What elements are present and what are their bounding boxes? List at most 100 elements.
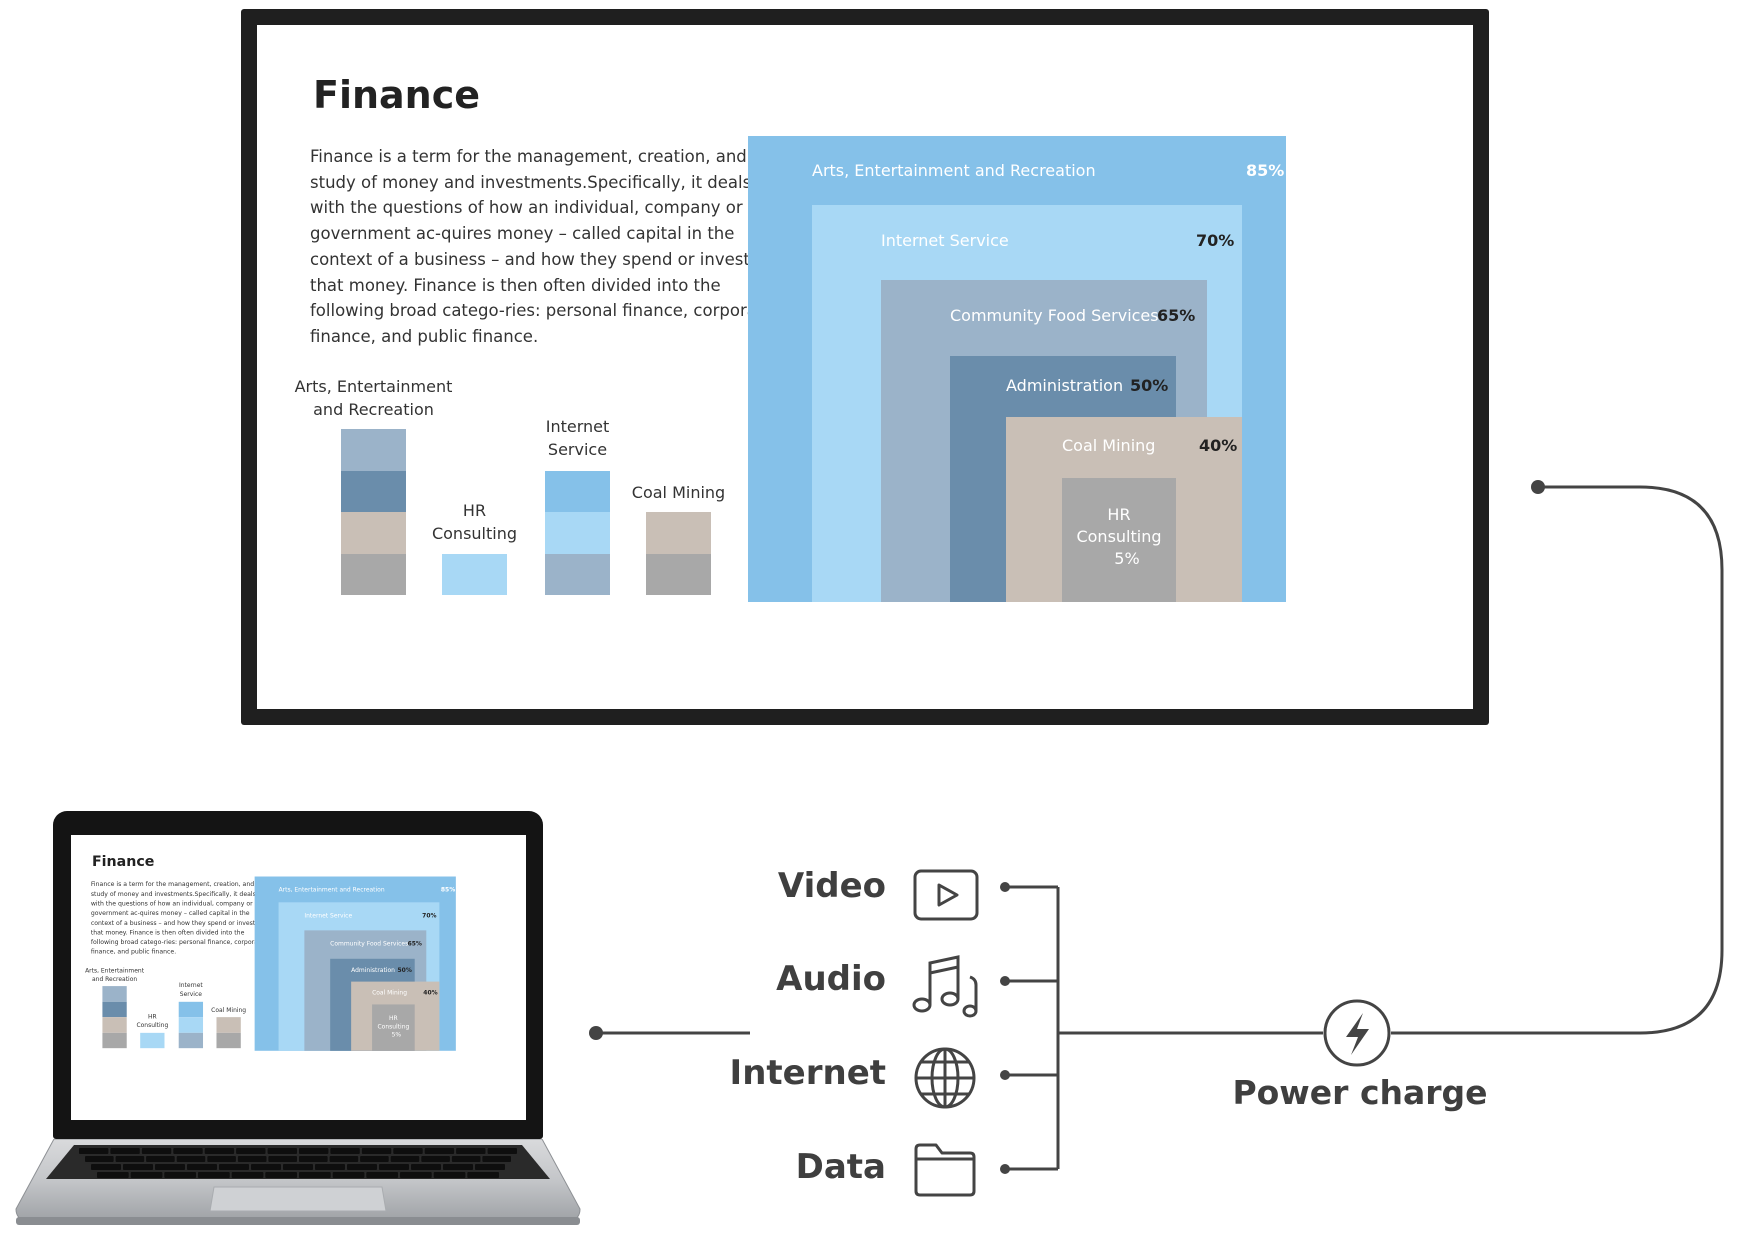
keyboard-key	[146, 1156, 175, 1162]
keyboard-key	[390, 1156, 420, 1162]
nested-bar-label-line: Consulting	[1076, 527, 1162, 546]
stack-category-label: Coal Mining	[211, 1006, 247, 1014]
stack-segment	[178, 1001, 204, 1018]
display-connector-dot	[1531, 480, 1545, 494]
stack-category-label: and Recreation	[313, 400, 434, 419]
stack-segment	[178, 1032, 204, 1049]
stack-category-label: HR	[148, 1013, 157, 1021]
nested-bar	[372, 1004, 415, 1051]
keyboard-key	[110, 1148, 140, 1154]
keyboard-key	[187, 1164, 217, 1170]
keyboard-key	[231, 1172, 264, 1178]
keyboard-key	[330, 1148, 360, 1154]
video-label: Video	[777, 866, 886, 906]
keyboard-key	[155, 1164, 185, 1170]
lightning-bolt-icon	[1323, 999, 1391, 1067]
stack-segment	[646, 512, 711, 554]
keyboard-key	[424, 1148, 455, 1154]
keyboard-key	[204, 1148, 235, 1154]
keyboard-key	[379, 1164, 409, 1170]
stack-segment	[102, 1017, 127, 1033]
keyboard-key	[265, 1172, 297, 1178]
stack-category-label: Service	[547, 440, 608, 459]
keyboard-key	[123, 1164, 153, 1170]
keyboard-key	[482, 1156, 511, 1162]
laptop-base	[15, 1139, 581, 1225]
stack-segment	[442, 553, 507, 595]
stack-segment	[216, 1017, 241, 1033]
slide-title: Finance	[313, 73, 481, 117]
display-screen: Finance Finance is a term for the manage…	[257, 25, 1473, 709]
stack-segment	[341, 429, 406, 471]
data-label: Data	[795, 1147, 886, 1187]
slide-title: Finance	[91, 852, 155, 870]
stack-category-label: Consulting	[136, 1021, 169, 1029]
stack-category-label: Arts, Entertainment	[85, 966, 145, 974]
stack-category-label: Internet	[178, 981, 203, 989]
power-charge-label: Power charge	[1232, 1073, 1488, 1112]
stack-segment	[102, 1032, 127, 1049]
nested-bar-value: 5%	[391, 1030, 402, 1039]
keyboard-key	[487, 1148, 517, 1154]
nested-bar-value: 85%	[1246, 161, 1285, 180]
nested-bar-label: Arts, Entertainment and Recreation	[812, 161, 1096, 180]
keyboard-key	[219, 1164, 249, 1170]
keyboard-key	[283, 1164, 313, 1170]
stack-segment	[341, 512, 406, 554]
keyboard-key	[97, 1172, 129, 1178]
nested-bar-label: Arts, Entertainment and Recreation	[278, 885, 385, 893]
keyboard-key	[91, 1164, 121, 1170]
keyboard-key	[115, 1156, 145, 1162]
slide-paragraph: Finance is a term for the management, cr…	[90, 880, 265, 956]
music-notes-icon	[912, 955, 978, 1018]
keyboard-key	[130, 1172, 163, 1178]
stack-category-label: Coal Mining	[631, 483, 726, 502]
keyboard-key	[329, 1156, 359, 1162]
internet-label: Internet	[729, 1053, 886, 1093]
stack-segment	[341, 553, 406, 595]
nested-bar-label: Coal Mining	[372, 988, 408, 996]
keyboard-key	[299, 1148, 329, 1154]
keyboard-key	[456, 1148, 486, 1154]
keyboard-key	[421, 1156, 450, 1162]
keyboard-key	[347, 1164, 377, 1170]
keyboard-key	[361, 1148, 392, 1154]
globe-icon	[914, 1047, 976, 1109]
keyboard-key	[443, 1164, 473, 1170]
keyboard-key	[475, 1164, 505, 1170]
keyboard-key	[173, 1148, 203, 1154]
nested-bar-label: Administration	[1006, 376, 1124, 395]
nested-bar-value: 40%	[423, 988, 438, 996]
keyboard-key	[299, 1156, 328, 1162]
nested-bar-value: 50%	[1130, 376, 1169, 395]
stack-category-label: Service	[179, 990, 202, 998]
nested-bar-value: 70%	[1196, 231, 1235, 250]
keyboard-key	[366, 1172, 398, 1178]
keyboard-key	[85, 1156, 114, 1162]
nested-bar-value: 50%	[397, 966, 412, 974]
audio-label: Audio	[776, 959, 886, 999]
keyboard-key	[267, 1148, 297, 1154]
keyboard-key	[236, 1148, 266, 1154]
nested-bar-value: 40%	[1199, 436, 1238, 455]
stack-segment	[545, 470, 610, 512]
stack-category-label: Arts, Entertainment	[294, 377, 453, 396]
nested-bar-value: 85%	[440, 885, 456, 893]
keyboard-key	[400, 1172, 432, 1178]
keyboard-key	[251, 1164, 281, 1170]
nested-bar-label: Administration	[351, 966, 395, 974]
keyboard-key	[411, 1164, 441, 1170]
stack-segment	[216, 1032, 241, 1049]
stack-segment	[102, 1001, 127, 1018]
stack-segment	[545, 512, 610, 554]
keyboard-key	[299, 1172, 331, 1178]
keyboard-key	[237, 1156, 267, 1162]
keyboard-key	[393, 1148, 423, 1154]
slide: Finance Finance is a term for the manage…	[257, 25, 1473, 709]
nested-bar-label-line: HR	[389, 1014, 398, 1022]
nested-bar-label: Coal Mining	[1062, 436, 1156, 455]
keyboard-key	[315, 1164, 345, 1170]
video-play-icon	[913, 869, 979, 921]
